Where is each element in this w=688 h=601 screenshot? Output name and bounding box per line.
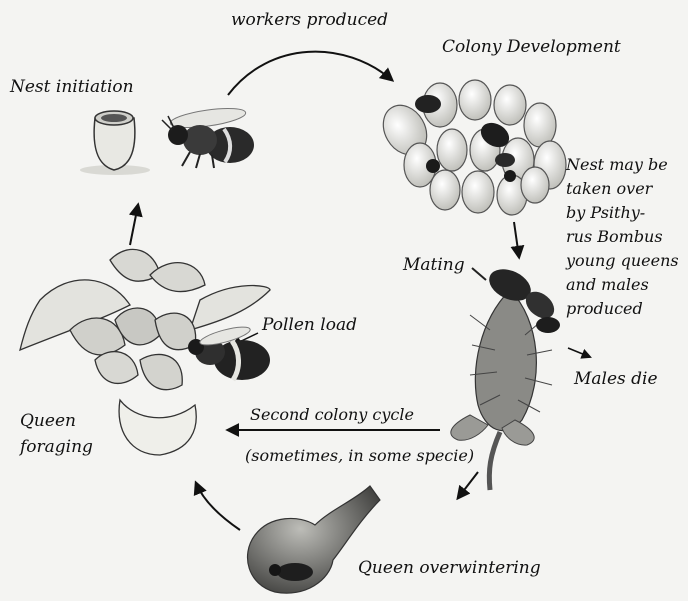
queen-overwintering-label: Queen overwintering <box>358 558 541 578</box>
workers-produced-label: workers produced <box>231 10 388 30</box>
arrow-colony-to-mating <box>514 222 519 257</box>
mating-label: Mating <box>402 255 465 275</box>
males-die-label: Males die <box>573 369 658 389</box>
foraging-queen-illustration <box>188 323 270 380</box>
arrow-foraging-to-nest <box>130 205 138 245</box>
nest-note-line: Nest may be <box>565 155 668 174</box>
nest-note-line: produced <box>566 299 643 318</box>
colony-development-label: Colony Development <box>442 37 621 57</box>
second-cycle-note: (sometimes, in some specie) <box>245 446 474 465</box>
arrow-overwintering-to-foraging <box>196 483 240 530</box>
queen-foraging-line: foraging <box>18 437 93 457</box>
nest-note-line: taken over <box>566 179 654 198</box>
nest-note-line: rus Bombus <box>566 227 663 246</box>
pollen-load-label: Pollen load <box>261 315 357 335</box>
arrow-nest-to-colony <box>228 52 392 95</box>
second-cycle-label: Second colony cycle <box>250 405 414 424</box>
nest-note-line: and males <box>566 275 649 294</box>
brood-cluster-illustration <box>375 80 566 215</box>
queen-foraging-label: Queen foraging <box>18 411 93 457</box>
nest-cup-illustration <box>80 111 150 175</box>
queen-bee-illustration <box>162 105 254 168</box>
arrow-thistle-to-overwintering <box>458 472 478 498</box>
nest-takeover-note: Nest may be taken over by Psithy- rus Bo… <box>565 155 684 318</box>
arrow-males-die-pointer <box>568 348 590 357</box>
nest-note-line: young queens <box>565 251 679 270</box>
nest-initiation-label: Nest initiation <box>9 77 134 97</box>
queen-foraging-line: Queen <box>20 411 76 431</box>
nest-note-line: by Psithy- <box>566 203 645 222</box>
